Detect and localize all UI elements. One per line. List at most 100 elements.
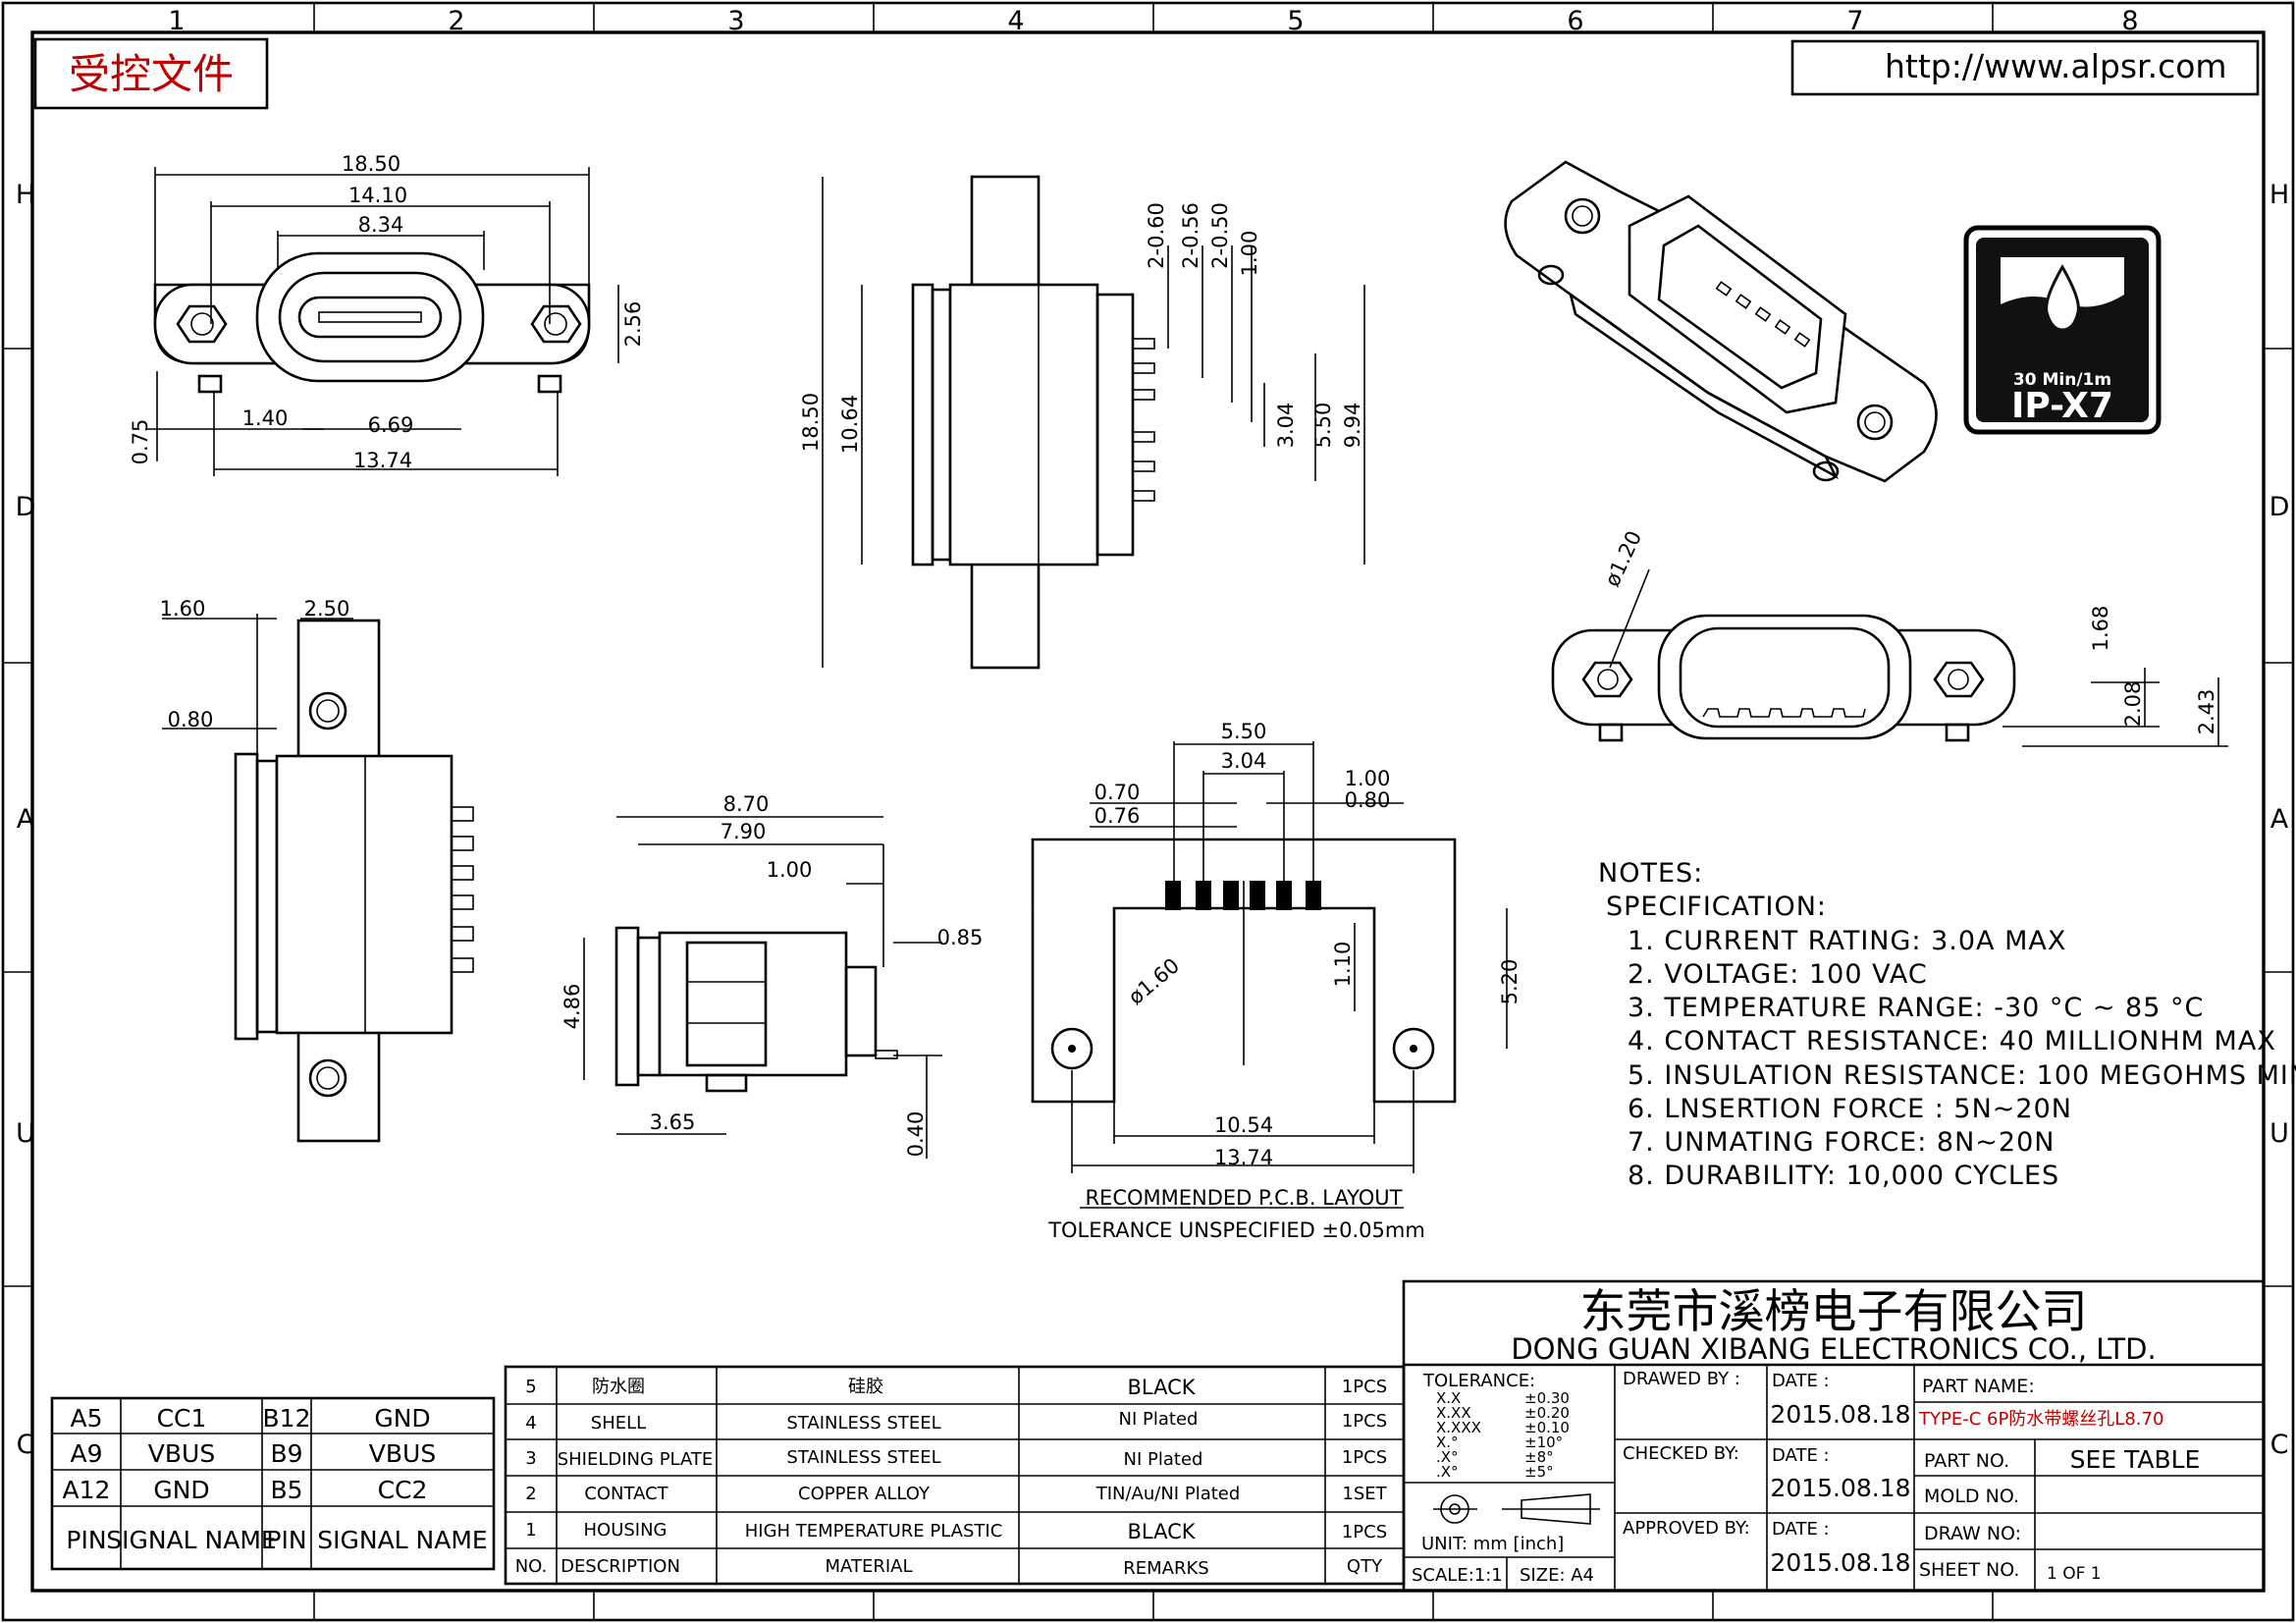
svg-text:GND: GND (153, 1476, 209, 1504)
svg-text:VBUS: VBUS (369, 1439, 436, 1468)
scale-label: SCALE:1:1 (1412, 1565, 1503, 1586)
note-item: 5. INSULATION RESISTANCE: 100 MEGOHMS MI… (1628, 1060, 2296, 1091)
svg-text:8.70: 8.70 (723, 792, 770, 816)
svg-text:0.70: 0.70 (1095, 781, 1141, 804)
svg-text:9.94: 9.94 (1341, 403, 1364, 449)
col-label: 4 (1007, 6, 1024, 36)
svg-text:10.54: 10.54 (1214, 1113, 1273, 1137)
svg-text:CONTACT: CONTACT (584, 1484, 668, 1504)
svg-text:1: 1 (525, 1520, 536, 1541)
svg-text:±10°: ±10° (1524, 1434, 1563, 1451)
svg-text:GND: GND (374, 1404, 430, 1433)
svg-text:DRAWED BY :: DRAWED BY : (1623, 1369, 1740, 1389)
svg-text:A9: A9 (70, 1439, 102, 1468)
svg-text:14.10: 14.10 (348, 184, 407, 207)
svg-text:MATERIAL: MATERIAL (826, 1556, 913, 1577)
bom-table-text: 5 防水圈 硅胶 BLACK 1PCS 4 SHELL STAINLESS ST… (515, 1376, 1388, 1579)
svg-text:X.°: X.° (1436, 1434, 1459, 1451)
specification-notes: NOTES: SPECIFICATION: 1. CURRENT RATING:… (1598, 858, 2296, 1191)
svg-text:PIN: PIN (66, 1526, 106, 1554)
svg-text:0.76: 0.76 (1095, 804, 1141, 828)
svg-text:5.20: 5.20 (1498, 959, 1522, 1005)
svg-text:1.68: 1.68 (2089, 606, 2112, 652)
svg-text:3: 3 (525, 1448, 536, 1469)
svg-text:HIGH TEMPERATURE PLASTIC: HIGH TEMPERATURE PLASTIC (745, 1521, 1003, 1542)
svg-text:2.50: 2.50 (304, 597, 350, 621)
svg-text:NI Plated: NI Plated (1124, 1449, 1203, 1470)
title-block-text: 东莞市溪榜电子有限公司 DONG GUAN XIBANG ELECTRONICS… (1412, 1285, 2200, 1586)
note-item: 7. UNMATING FORCE: 8N~20N (1628, 1127, 2055, 1158)
svg-text:2-0.56: 2-0.56 (1179, 202, 1202, 269)
svg-text:防水圈: 防水圈 (592, 1377, 645, 1397)
svg-text:SIGNAL NAME: SIGNAL NAME (106, 1526, 276, 1554)
svg-text:DATE :: DATE : (1772, 1445, 1830, 1466)
svg-text:HOUSING: HOUSING (583, 1520, 667, 1541)
col-label: 8 (2121, 6, 2138, 36)
svg-text:B5: B5 (270, 1476, 302, 1504)
svg-text:2015.08.18: 2015.08.18 (1770, 1400, 1910, 1429)
svg-text:5.50: 5.50 (1221, 720, 1267, 743)
top-view-dims: 18.50 10.64 2-0.60 2-0.56 2-0.50 1.00 3.… (799, 202, 1364, 454)
company-name-cn: 东莞市溪榜电子有限公司 (1580, 1285, 2088, 1339)
pcb-tolerance: TOLERANCE UNSPECIFIED ±0.05mm (1047, 1218, 1425, 1242)
col-label: 5 (1287, 6, 1304, 36)
svg-text:5: 5 (525, 1377, 536, 1397)
note-item: 6. LNSERTION FORCE : 5N~20N (1628, 1094, 2072, 1124)
svg-text:VBUS: VBUS (148, 1439, 215, 1468)
svg-text:2-0.60: 2-0.60 (1145, 202, 1168, 269)
bottom-view-dims: 1.60 2.50 0.80 (160, 597, 350, 731)
svg-text:3.04: 3.04 (1221, 749, 1267, 773)
svg-text:18.50: 18.50 (342, 152, 400, 176)
svg-text:1PCS: 1PCS (1342, 1522, 1387, 1542)
svg-text:NO.: NO. (515, 1556, 548, 1577)
svg-text:SIGNAL NAME: SIGNAL NAME (317, 1526, 487, 1554)
svg-text:3.04: 3.04 (1274, 403, 1298, 449)
row-label: U (16, 1118, 35, 1149)
svg-text:APPROVED BY:: APPROVED BY: (1623, 1518, 1750, 1539)
front-view-dims: 18.50 14.10 8.34 2.56 1.40 6.69 0.75 13.… (129, 152, 645, 472)
svg-text:DRAW NO:: DRAW NO: (1924, 1523, 2021, 1544)
bottom-view (162, 614, 474, 1143)
svg-text:2.43: 2.43 (2195, 689, 2218, 735)
side-view-dims: 8.70 7.90 1.00 0.85 4.86 3.65 0.40 (561, 792, 983, 1157)
row-label: A (2270, 804, 2289, 835)
col-label: 1 (168, 6, 185, 36)
pcb-layout (1031, 741, 1508, 1209)
row-label: A (17, 804, 35, 835)
svg-text:SHEET NO.: SHEET NO. (1919, 1559, 2019, 1581)
svg-text:DATE :: DATE : (1772, 1519, 1830, 1540)
col-label: 3 (727, 6, 744, 36)
svg-text:CHECKED BY:: CHECKED BY: (1623, 1443, 1739, 1464)
part-number: SEE TABLE (2070, 1445, 2201, 1474)
rear-view (1551, 568, 2228, 747)
controlled-doc-text: 受控文件 (69, 50, 234, 98)
svg-text:SHIELDING PLATE: SHIELDING PLATE (558, 1449, 714, 1470)
sheet-number: 1 OF 1 (2047, 1564, 2102, 1584)
svg-text:REMARKS: REMARKS (1123, 1558, 1208, 1579)
note-item: 3. TEMPERATURE RANGE: -30 °C ~ 85 °C (1628, 993, 2204, 1023)
svg-text:A5: A5 (70, 1404, 102, 1433)
svg-text:±0.30: ±0.30 (1524, 1389, 1570, 1407)
svg-text:PART NAME:: PART NAME: (1922, 1376, 2035, 1397)
svg-text:BLACK: BLACK (1127, 1520, 1196, 1543)
svg-text:PART NO.: PART NO. (1924, 1450, 2009, 1472)
svg-text:TIN/Au/NI Plated: TIN/Au/NI Plated (1095, 1484, 1241, 1504)
col-label: 7 (1846, 6, 1863, 36)
svg-text:1.60: 1.60 (160, 597, 206, 621)
svg-text:13.74: 13.74 (1214, 1146, 1273, 1169)
svg-text:SHELL: SHELL (591, 1413, 646, 1434)
side-view (583, 816, 942, 1159)
company-name-en: DONG GUAN XIBANG ELECTRONICS CO., LTD. (1511, 1332, 2156, 1366)
title-block (1402, 1279, 2266, 1593)
svg-text:COPPER ALLOY: COPPER ALLOY (798, 1484, 931, 1504)
pcb-layout-dims: 5.50 3.04 0.70 0.76 1.00 0.80 1.10 ø1.60… (1047, 720, 1522, 1242)
row-label: U (2269, 1118, 2289, 1149)
badge-rating: IP-X7 (2011, 386, 2113, 426)
svg-text:X.XXX: X.XXX (1436, 1419, 1481, 1436)
svg-text:CC2: CC2 (378, 1476, 428, 1504)
tolerance-label: TOLERANCE: (1422, 1371, 1535, 1391)
svg-text:B12: B12 (263, 1404, 311, 1433)
isometric-view (1504, 160, 1938, 483)
svg-text:0.75: 0.75 (129, 419, 152, 465)
svg-text:A12: A12 (63, 1476, 111, 1504)
